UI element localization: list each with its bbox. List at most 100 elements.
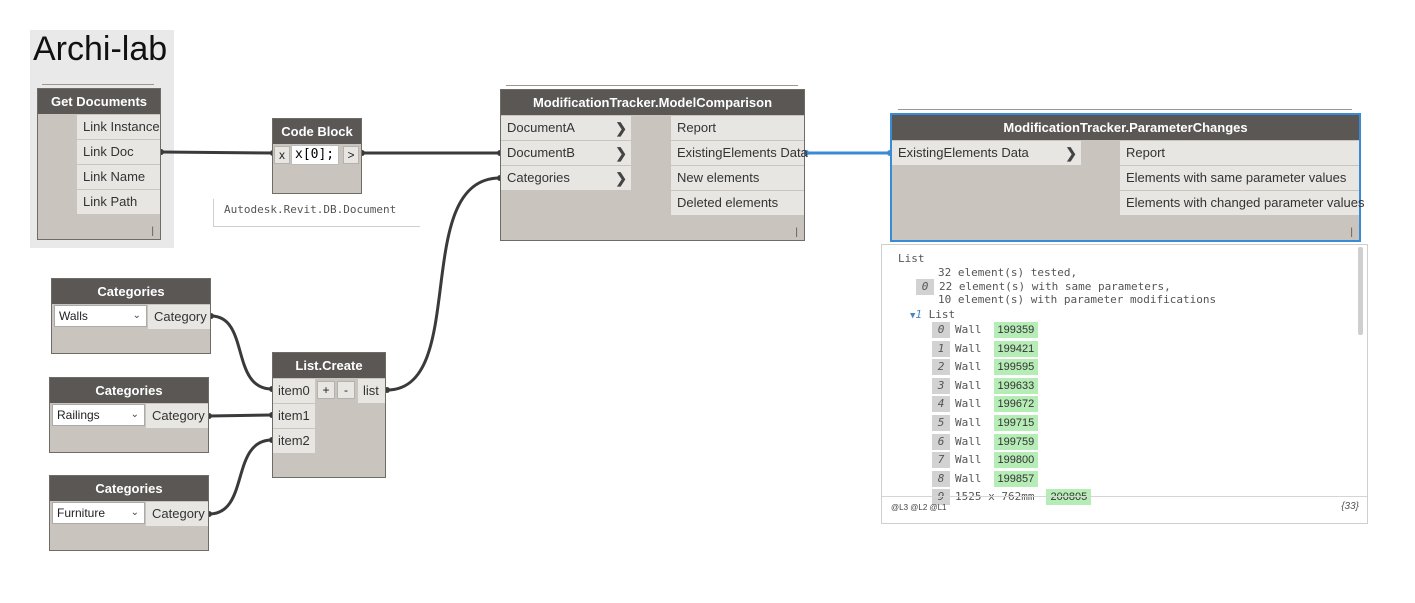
node-title: Categories — [50, 378, 208, 403]
watch-levels[interactable]: @L3 @L2 @L1 — [891, 503, 947, 512]
categories-node-furniture[interactable]: Categories Furniture⌄ Category — [49, 475, 209, 551]
input-existing-elements-data[interactable]: ExistingElements Data ❯ — [892, 141, 1081, 165]
get-documents-node[interactable]: Get Documents Link Instance Link Doc Lin… — [37, 88, 161, 240]
watch-footer: @L3 @L2 @L1 {33} — [882, 496, 1367, 523]
port-label: Categories — [507, 170, 570, 185]
output-same-parameter-values[interactable]: Elements with same parameter values — [1120, 166, 1359, 190]
node-title: ModificationTracker.ParameterChanges — [892, 115, 1359, 140]
resize-grip-icon[interactable]: | — [1350, 227, 1353, 238]
watch-element-id: 199421 — [993, 340, 1039, 357]
output-changed-parameter-values[interactable]: Elements with changed parameter values — [1120, 191, 1364, 215]
output-category[interactable]: Category — [146, 502, 208, 526]
output-link-name[interactable]: Link Name — [77, 165, 160, 189]
output-report[interactable]: Report — [671, 116, 804, 140]
watch-scrollbar[interactable] — [1358, 247, 1363, 335]
code-block-editor[interactable]: x[0]; — [291, 145, 339, 165]
output-new-elements[interactable]: New elements — [671, 166, 804, 190]
category-dropdown[interactable]: Furniture⌄ — [52, 502, 145, 524]
watch-element-type: Wall — [955, 323, 982, 336]
dropdown-value: Walls — [59, 309, 88, 323]
port-label: DocumentA — [507, 120, 575, 135]
code-block-input-port[interactable]: x — [274, 146, 290, 164]
watch-element-type: Wall — [955, 471, 982, 485]
node-title: List.Create — [273, 353, 385, 378]
node-title: ModificationTracker.ModelComparison — [501, 90, 804, 115]
output-report[interactable]: Report — [1120, 141, 1359, 165]
watch-element-id: 200805 — [1046, 489, 1092, 506]
watch-report-line: 32 element(s) tested, — [938, 266, 1078, 279]
wire-furniture-to-item2 — [208, 438, 273, 516]
watch-element-type: Wall — [955, 341, 982, 355]
watch-list-item: 3 Wall 199633 — [932, 377, 1039, 394]
input-documentb[interactable]: DocumentB❯ — [501, 141, 631, 165]
input-documenta[interactable]: DocumentA❯ — [501, 116, 631, 140]
watch-count: {33} — [1341, 501, 1359, 512]
output-deleted-elements[interactable]: Deleted elements — [671, 191, 804, 215]
categories-node-railings[interactable]: Categories Railings⌄ Category — [49, 377, 209, 453]
parameter-changes-node[interactable]: ModificationTracker.ParameterChanges Exi… — [890, 113, 1364, 242]
wire-railings-to-item1 — [208, 413, 273, 418]
input-item2[interactable]: item2 — [273, 429, 315, 453]
watch-element-type: Wall — [955, 360, 982, 374]
watch-element-id: 199759 — [993, 433, 1039, 450]
node-stack-edge — [506, 85, 798, 86]
dropdown-value: Railings — [57, 408, 100, 422]
triangle-down-icon[interactable]: ▼ — [910, 311, 916, 321]
watch-element-type: Wall — [955, 453, 982, 467]
watch-sublist-header[interactable]: ▼1 List — [910, 307, 955, 323]
chevron-down-icon: ⌄ — [132, 310, 141, 321]
output-link-doc[interactable]: Link Doc — [77, 140, 160, 164]
list-create-node[interactable]: List.Create item0 + - list item1 item2 — [272, 352, 386, 478]
node-title: Code Block — [273, 119, 361, 144]
watch-element-id: 199359 — [993, 322, 1039, 338]
category-dropdown[interactable]: Walls ⌄ — [54, 305, 147, 327]
watch-index: 5 — [932, 415, 950, 431]
code-block-output-port[interactable]: > — [343, 146, 359, 164]
input-item1[interactable]: item1 — [273, 404, 315, 428]
group-title: Archi-lab — [33, 30, 168, 68]
node-stack-edge — [42, 84, 154, 85]
input-item0[interactable]: item0 — [273, 379, 315, 403]
watch-element-id: 199857 — [993, 470, 1039, 487]
port-label: DocumentB — [507, 145, 575, 160]
output-category[interactable]: Category — [148, 305, 210, 329]
category-dropdown[interactable]: Railings⌄ — [52, 404, 145, 426]
node-title: Categories — [52, 279, 210, 304]
add-input-button[interactable]: + — [317, 381, 335, 399]
output-existing-elements-data[interactable]: ExistingElements Data — [671, 141, 808, 165]
output-link-path[interactable]: Link Path — [77, 190, 160, 214]
watch-element-id: 199800 — [993, 452, 1039, 469]
resize-grip-icon[interactable]: | — [151, 226, 154, 237]
categories-node-walls[interactable]: Categories Walls ⌄ Category — [51, 278, 211, 354]
chevron-right-icon: ❯ — [1065, 145, 1077, 161]
watch-element-id: 199633 — [993, 377, 1039, 394]
wire-linkdoc-to-codeblock — [160, 150, 274, 155]
watch-index: 3 — [932, 377, 950, 394]
watch-sublist-label: List — [928, 308, 956, 321]
watch-element-id: 199595 — [993, 359, 1039, 376]
remove-input-button[interactable]: - — [337, 381, 355, 399]
output-link-instance[interactable]: Link Instance — [77, 115, 160, 139]
node-title: Categories — [50, 476, 208, 501]
watch-report-line: 10 element(s) with parameter modificatio… — [938, 293, 1217, 306]
model-comparison-node[interactable]: ModificationTracker.ModelComparison Docu… — [500, 89, 808, 241]
chevron-right-icon: ❯ — [615, 170, 627, 186]
watch-index: 4 — [932, 396, 950, 413]
watch-element-type: Wall — [955, 378, 982, 392]
watch-element-type: Wall — [955, 416, 982, 429]
watch-element-type: Wall — [955, 434, 982, 448]
input-categories[interactable]: Categories ❯ — [501, 166, 631, 190]
output-category[interactable]: Category — [146, 404, 208, 428]
watch-index: 1 — [932, 340, 950, 357]
code-block-node[interactable]: Code Block x x[0]; > — [272, 118, 362, 194]
port-label: ExistingElements Data — [898, 145, 1029, 160]
resize-grip-icon[interactable]: | — [795, 227, 798, 238]
output-list[interactable]: list — [358, 379, 385, 403]
